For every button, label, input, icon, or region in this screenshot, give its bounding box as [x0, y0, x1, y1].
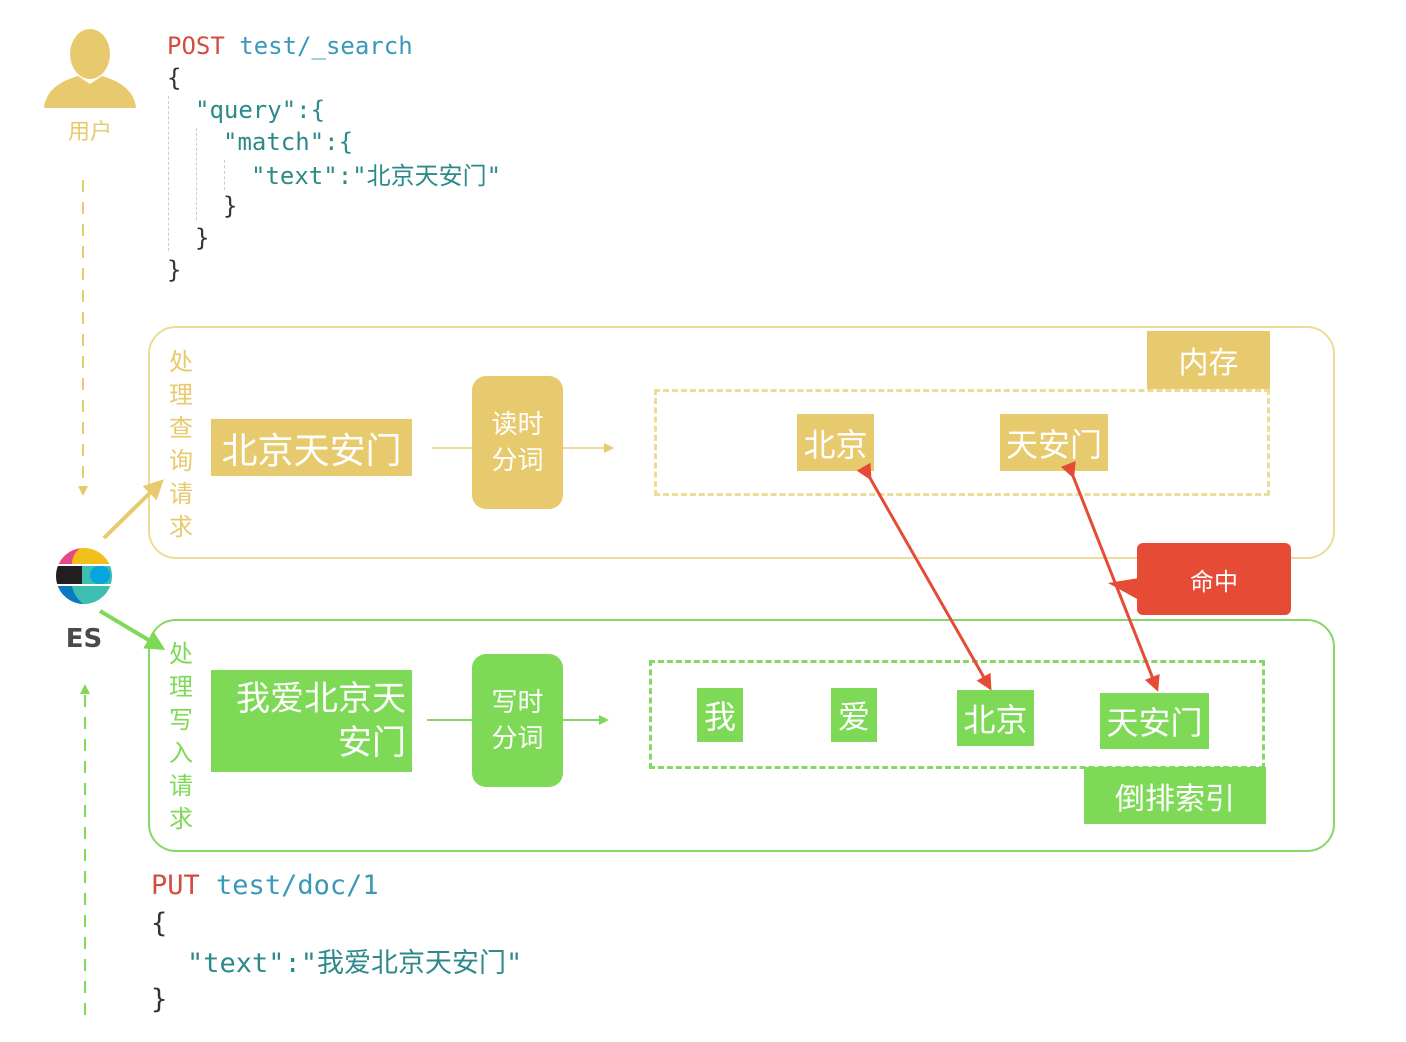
- hit-label: 命中: [1137, 543, 1291, 615]
- write-input-line: 我爱北京天: [236, 679, 406, 719]
- query-body-line: "text":"北京天安门": [251, 162, 502, 190]
- tokenizer-line: 读时: [491, 409, 544, 440]
- write-input-text: 我爱北京天 安门: [211, 670, 412, 772]
- write-request-line: PUT test/doc/1: [151, 870, 379, 902]
- query-body-line: }: [195, 224, 210, 252]
- es-label: ES: [65, 624, 103, 654]
- query-body-line: {: [167, 64, 182, 92]
- write-panel-label: 处理写入请求: [166, 638, 196, 836]
- query-body-line: "query":{: [195, 96, 326, 124]
- hit-callout-pointer: [1108, 578, 1139, 600]
- inverted-index-label: 倒排索引: [1084, 767, 1266, 824]
- query-body-line: }: [167, 256, 182, 284]
- write-panel: [148, 619, 1335, 852]
- indent-guide: [168, 96, 169, 251]
- query-tokenizer-box: 读时 分词: [472, 376, 563, 509]
- query-body-line: "match":{: [223, 128, 354, 156]
- tokenizer-line: 分词: [491, 445, 544, 476]
- write-path: test/doc/1: [216, 870, 379, 901]
- elasticsearch-logo-icon: [56, 548, 112, 604]
- query-token: 北京: [797, 414, 874, 471]
- vertical-label-char: 理: [169, 381, 193, 409]
- query-path: test/_search: [239, 32, 413, 60]
- es-node: ES: [52, 540, 116, 660]
- write-body-line: "text":"我爱北京天安门": [187, 948, 523, 979]
- user-icon: [44, 29, 136, 108]
- vertical-label-char: 理: [169, 673, 193, 701]
- vertical-label-char: 请: [169, 772, 193, 800]
- vertical-label-char: 求: [169, 805, 193, 833]
- write-token: 天安门: [1100, 693, 1209, 749]
- query-panel: [148, 326, 1335, 559]
- user-node: 用户: [40, 26, 140, 151]
- memory-dashed-box: [654, 389, 1270, 496]
- user-label: 用户: [67, 120, 112, 145]
- vertical-label-char: 请: [169, 480, 193, 508]
- indent-guide: [224, 160, 225, 190]
- vertical-label-char: 入: [169, 739, 193, 767]
- vertical-label-char: 求: [169, 513, 193, 541]
- write-input-line: 安门: [338, 723, 406, 763]
- write-body-line: {: [151, 908, 168, 939]
- query-method: POST: [167, 32, 225, 60]
- query-input-text: 北京天安门: [211, 419, 412, 476]
- query-body-line: }: [223, 192, 238, 220]
- write-method: PUT: [151, 870, 200, 901]
- vertical-label-char: 写: [169, 706, 193, 734]
- tokenizer-line: 分词: [491, 723, 544, 754]
- query-token: 天安门: [1000, 414, 1108, 471]
- write-token: 我: [697, 688, 743, 742]
- vertical-label-char: 查: [169, 414, 193, 442]
- write-token: 北京: [957, 690, 1034, 746]
- write-token: 爱: [831, 688, 877, 742]
- query-panel-label: 处理查询请求: [166, 346, 196, 544]
- tokenizer-line: 写时: [491, 687, 544, 718]
- write-tokenizer-box: 写时 分词: [472, 654, 563, 787]
- query-request-line: POST test/_search: [167, 30, 413, 62]
- write-body-line: }: [151, 984, 168, 1015]
- vertical-label-char: 询: [169, 447, 193, 475]
- memory-label: 内存: [1147, 331, 1270, 389]
- vertical-label-char: 处: [169, 640, 193, 668]
- vertical-label-char: 处: [169, 348, 193, 376]
- indent-guide: [196, 128, 197, 220]
